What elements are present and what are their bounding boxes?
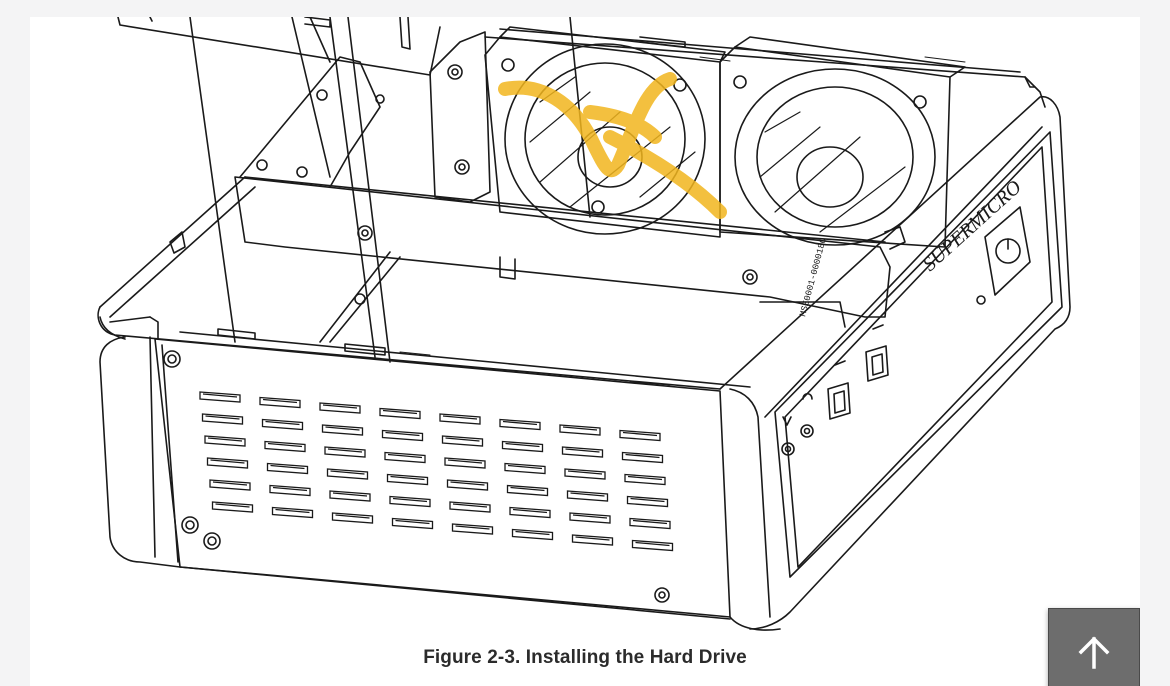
vent-slot <box>206 457 249 469</box>
vent-slot <box>566 490 609 502</box>
manual-page: MSE0001-0000180 SUPERMICRO Figure 2-3. I… <box>30 17 1140 686</box>
vent-slot <box>439 413 481 425</box>
vent-slot <box>391 517 434 530</box>
vent-slot <box>321 424 364 436</box>
vent-slot <box>326 468 369 480</box>
vent-slot <box>199 391 241 403</box>
vent-slot <box>561 446 604 458</box>
arrow-up-icon <box>1078 636 1110 669</box>
vent-slot <box>451 523 494 535</box>
vent-slot <box>564 468 606 480</box>
vent-slot <box>386 473 429 486</box>
vent-slot <box>209 479 251 491</box>
figure-caption: Figure 2-3. Installing the Hard Drive <box>423 647 747 668</box>
vent-slot <box>211 501 254 513</box>
vent-slot <box>499 418 541 431</box>
vent-slot <box>629 517 671 530</box>
vent-slot <box>631 539 674 552</box>
vent-slot <box>204 435 246 447</box>
vent-slot <box>201 413 244 425</box>
vent-slot <box>264 440 306 453</box>
vent-slot <box>269 484 311 497</box>
vent-slot <box>444 457 486 469</box>
vent-slot <box>266 462 309 475</box>
vent-slot <box>624 473 666 486</box>
vent-slot <box>331 512 374 524</box>
vent-slot <box>511 528 554 541</box>
vent-slot <box>324 446 366 458</box>
vent-slot <box>329 490 371 502</box>
vent-slot <box>619 429 661 442</box>
vent-slot <box>384 451 426 464</box>
scroll-to-top-button[interactable] <box>1048 608 1140 686</box>
vent-slot <box>504 462 546 475</box>
vent-slot <box>626 495 669 508</box>
vent-slot <box>259 396 301 409</box>
vent-slot <box>271 506 314 519</box>
highlight-mark <box>498 72 727 219</box>
vent-slot <box>621 451 664 464</box>
vent-slot <box>506 484 549 497</box>
vent-slot <box>501 440 544 453</box>
vent-slot <box>379 407 421 420</box>
vent-slot <box>381 429 424 442</box>
vent-slot <box>559 424 601 436</box>
vent-slot <box>569 512 611 524</box>
vent-slot <box>449 501 491 513</box>
vent-slot <box>509 506 551 519</box>
vent-slot <box>319 402 361 414</box>
vent-slot <box>446 479 489 491</box>
vent-slot <box>441 435 484 447</box>
chassis-illustration: MSE0001-0000180 SUPERMICRO <box>97 17 1071 631</box>
supermicro-logo: SUPERMICRO <box>919 176 1026 276</box>
vent-slot <box>571 534 614 546</box>
vent-slot <box>389 495 431 508</box>
vent-slot <box>261 418 304 431</box>
